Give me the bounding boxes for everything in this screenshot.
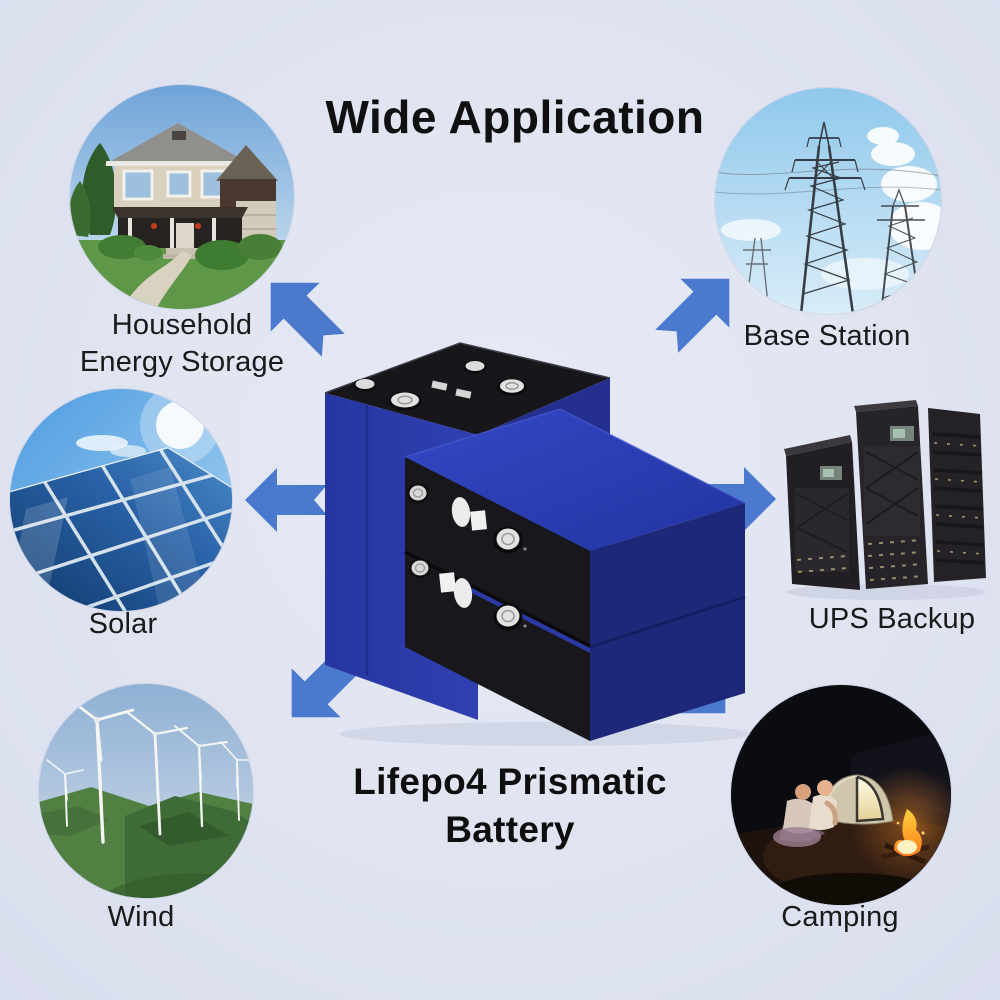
battery-terminals-top [353,360,527,411]
wind-label: Wind [107,901,175,933]
camping-photo [731,685,951,905]
product-name-line2: Battery [445,809,575,850]
camping-label: Camping [781,901,899,933]
household-label-line2: Energy Storage [79,346,285,378]
solar-panels-illustration [10,389,232,611]
standing-cells-top [325,343,610,435]
solar-label: Solar [88,608,158,640]
campfire-tent-illustration [731,685,951,905]
page-title: Wide Application [325,91,705,143]
wind-photo [39,684,253,898]
arrow-left-icon [245,468,327,532]
ups-backup-label: UPS Backup [808,603,976,635]
base-station-photo [715,88,941,314]
power-towers-illustration [715,88,941,314]
household-label: Household Energy Storage [32,307,332,381]
ups-towers-illustration [784,400,986,600]
battery-image [324,342,750,746]
arrow-down-left-icon [291,643,366,718]
household-photo [70,85,294,309]
household-label-line1: Household [111,309,253,341]
wind-turbines-illustration [39,684,253,898]
house-illustration [70,85,294,309]
arrow-up-right-icon [655,278,730,353]
solar-photo [10,389,232,611]
product-name: Lifepo4 Prismatic Battery [310,758,710,854]
stacked-cells-top [405,409,745,551]
battery-terminals-front [407,483,527,631]
arrow-up-left-icon [270,282,345,357]
base-station-label: Base Station [743,320,911,352]
product-name-line1: Lifepo4 Prismatic [353,761,667,802]
